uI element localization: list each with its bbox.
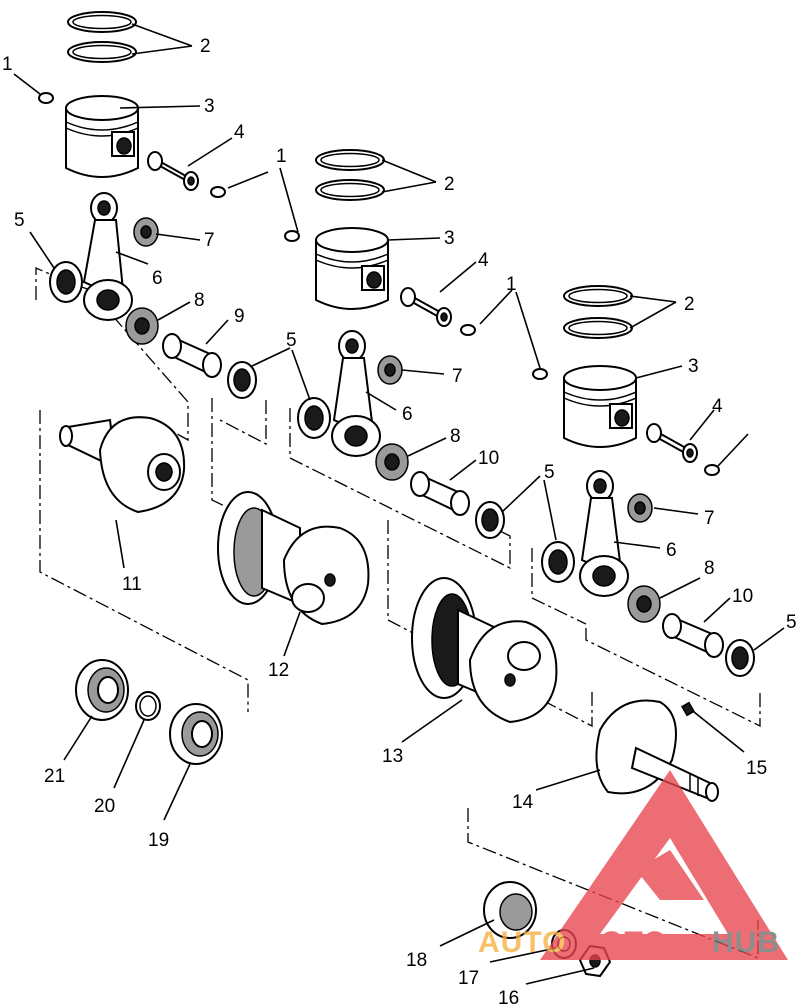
callout-8: 8 xyxy=(450,426,461,447)
callout-9: 9 xyxy=(234,306,245,327)
bearing-18 xyxy=(483,881,537,939)
callout-13: 13 xyxy=(382,746,403,767)
piston-2 xyxy=(315,227,389,310)
callout-1: 1 xyxy=(2,54,13,75)
connecting-rod-1 xyxy=(82,192,133,321)
watermark-text-auto: AUTO xyxy=(478,926,566,959)
needle-bearing-2a xyxy=(377,355,403,385)
crankshaft-section-13 xyxy=(411,577,558,724)
callout-1: 1 xyxy=(506,274,517,295)
watermark-text-hub: HUB xyxy=(712,926,780,959)
callout-21: 21 xyxy=(44,766,65,787)
needle-bearing-1a xyxy=(133,217,159,247)
needle-bearing-2b xyxy=(375,443,409,481)
crank-pin-1 xyxy=(162,333,222,378)
callout-2: 2 xyxy=(444,174,455,195)
thrust-washer-1a xyxy=(49,261,83,303)
piston-ring-1b xyxy=(67,41,137,63)
watermark-logo: AUTO MOTO HUB xyxy=(478,770,788,960)
callout-18: 18 xyxy=(406,950,427,971)
callout-1: 1 xyxy=(276,146,287,167)
circlip-2a xyxy=(284,230,300,242)
callout-5: 5 xyxy=(544,462,555,483)
crank-pin-3 xyxy=(662,613,724,658)
callout-12: 12 xyxy=(268,660,289,681)
piston-1 xyxy=(65,95,139,178)
thrust-washer-1b xyxy=(227,361,257,399)
callout-8: 8 xyxy=(194,290,205,311)
callout-4: 4 xyxy=(712,396,723,417)
callout-numbers: 1 2 3 4 1 5 7 6 8 9 5 2 3 4 1 7 6 8 10 5… xyxy=(2,36,797,1008)
thrust-washer-3a xyxy=(541,541,575,583)
connecting-rod-3 xyxy=(579,470,629,597)
callout-10: 10 xyxy=(732,586,753,607)
circlip-2b xyxy=(460,324,476,336)
snap-ring-20 xyxy=(135,691,161,721)
circlip-1b xyxy=(210,186,226,198)
piston-ring-2b xyxy=(315,179,385,201)
callout-8: 8 xyxy=(704,558,715,579)
crankshaft-section-12 xyxy=(217,491,370,626)
piston-ring-2a xyxy=(315,149,385,171)
callout-5: 5 xyxy=(14,210,25,231)
callout-15: 15 xyxy=(746,758,767,779)
piston-3 xyxy=(563,365,637,448)
callout-2: 2 xyxy=(684,294,695,315)
callout-2: 2 xyxy=(200,36,211,57)
callout-20: 20 xyxy=(94,796,115,817)
callout-10: 10 xyxy=(478,448,499,469)
callout-3: 3 xyxy=(204,96,215,117)
callout-6: 6 xyxy=(402,404,413,425)
callout-17: 17 xyxy=(458,968,479,989)
piston-ring-3a xyxy=(563,285,633,307)
needle-bearing-1b xyxy=(125,307,159,345)
circlip-3a xyxy=(532,368,548,380)
circlip-1a xyxy=(38,92,54,104)
piston-pin-1 xyxy=(147,151,199,191)
assembly-outlines xyxy=(35,267,761,959)
needle-bearing-3a xyxy=(627,493,653,523)
callout-5: 5 xyxy=(286,330,297,351)
leader-lines xyxy=(13,23,785,985)
circlip-3b xyxy=(704,464,720,476)
callout-6: 6 xyxy=(152,268,163,289)
callout-4: 4 xyxy=(234,122,245,143)
crank-pin-2 xyxy=(410,471,470,516)
connecting-rod-2 xyxy=(331,330,381,457)
ball-bearing-19 xyxy=(169,703,223,765)
callout-7: 7 xyxy=(452,366,463,387)
thrust-washer-3b xyxy=(725,639,755,677)
callout-3: 3 xyxy=(444,228,455,249)
woodruff-key-15 xyxy=(681,701,695,717)
thrust-washer-2a xyxy=(297,397,331,439)
callout-3: 3 xyxy=(688,356,699,377)
callout-7: 7 xyxy=(204,230,215,251)
thrust-washer-2b xyxy=(475,501,505,539)
piston-ring-3b xyxy=(563,317,633,339)
piston-ring-1a xyxy=(67,11,137,33)
callout-19: 19 xyxy=(148,830,169,851)
callout-11: 11 xyxy=(122,574,142,595)
watermark-text-moto: MOTO xyxy=(574,926,667,959)
needle-bearing-3b xyxy=(627,585,661,623)
ball-bearing-21 xyxy=(75,659,129,721)
piston-pin-2 xyxy=(400,287,452,327)
callout-16: 16 xyxy=(498,988,519,1008)
callout-6: 6 xyxy=(666,540,677,561)
callout-4: 4 xyxy=(478,250,489,271)
piston-pin-3 xyxy=(646,423,698,463)
watermark-triangle-icon xyxy=(540,770,788,960)
crankshaft-section-11 xyxy=(59,416,186,514)
callout-14: 14 xyxy=(512,792,534,813)
callout-7: 7 xyxy=(704,508,715,529)
callout-5: 5 xyxy=(786,612,797,633)
